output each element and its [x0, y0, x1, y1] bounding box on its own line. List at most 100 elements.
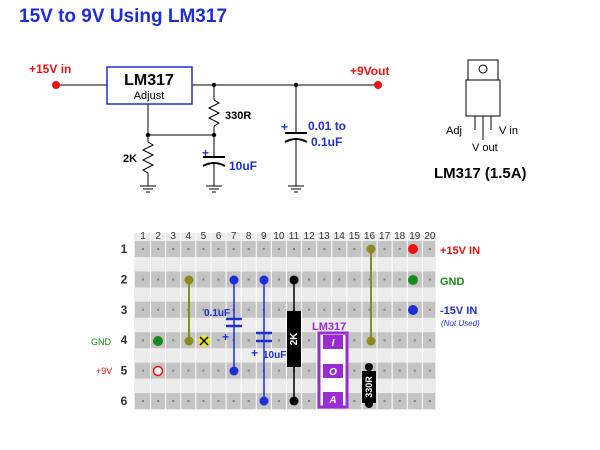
board-capacitor-10uf: [256, 275, 272, 406]
board-c-big-label: 10uF: [263, 350, 286, 361]
strip-hole: [383, 369, 386, 372]
column-label: 5: [201, 231, 207, 242]
strip-hole: [172, 400, 175, 402]
board-lm317-ic: [317, 331, 349, 409]
strip-hole: [428, 308, 431, 311]
side-label-gnd: GND: [91, 337, 112, 347]
strip-hole: [142, 278, 144, 281]
row-label: 6: [121, 394, 128, 408]
strip-hole: [413, 369, 416, 372]
r2-label: 2K: [123, 153, 137, 165]
strip-hole: [277, 400, 280, 402]
strip-hole: [142, 369, 144, 372]
column-label: 19: [409, 231, 421, 242]
strip-hole: [338, 248, 341, 250]
strip-hole: [353, 400, 356, 402]
strip-hole: [428, 248, 431, 250]
strip-hole: [172, 339, 175, 342]
strip-hole: [202, 308, 205, 311]
input-terminal-dot: [52, 81, 60, 89]
link-end: [184, 336, 194, 346]
output-label: +9Vout: [350, 64, 389, 78]
strip-hole: [323, 308, 326, 311]
strip-hole: [217, 369, 220, 372]
strip-hole: [398, 308, 401, 311]
strip-hole: [247, 369, 250, 372]
r1-label: 330R: [225, 110, 251, 122]
strip-hole: [157, 248, 160, 250]
rail-note: (Not Used): [441, 319, 480, 328]
copper-strip: [135, 271, 435, 288]
column-label: 16: [364, 231, 376, 242]
strip-hole: [428, 369, 431, 372]
strip-hole: [232, 248, 235, 250]
board-c-small-plus: +: [222, 330, 229, 344]
side-label-9v: +9V: [96, 366, 112, 376]
r1-resistor-330r: [207, 99, 221, 127]
strip-hole: [398, 339, 401, 342]
strip-hole: [202, 248, 205, 250]
column-label: 10: [273, 231, 285, 242]
strip-hole: [157, 278, 160, 281]
column-label: 7: [231, 231, 237, 242]
strip-hole: [413, 339, 416, 342]
strip-hole: [277, 278, 280, 281]
strip-hole: [428, 278, 431, 281]
strip-hole: [217, 308, 220, 311]
row-label: 2: [121, 272, 128, 286]
strip-hole: [247, 308, 250, 311]
strip-hole: [383, 339, 386, 342]
ground-icon: [288, 185, 304, 193]
strip-hole: [368, 278, 371, 281]
column-label: 9: [261, 231, 267, 242]
strip-hole: [353, 248, 356, 250]
strip-hole: [247, 248, 250, 250]
strip-hole: [293, 248, 295, 250]
strip-hole: [398, 369, 401, 372]
ground-icon: [140, 185, 156, 193]
rail-label-plus15: +15V IN: [440, 245, 480, 257]
rail-label-minus15: -15V IN: [440, 305, 477, 317]
column-label: 17: [379, 231, 391, 242]
strip-hole: [217, 248, 220, 250]
row-label: 1: [121, 242, 128, 256]
rail-label-gnd: GND: [440, 276, 465, 288]
package-caption: LM317 (1.5A): [434, 165, 527, 182]
column-label: 18: [394, 231, 406, 242]
to220-package: [465, 59, 501, 140]
copper-strip: [135, 241, 435, 257]
strip-hole: [338, 278, 341, 281]
c1-plus-sign: +: [202, 146, 209, 160]
strip-hole: [142, 308, 144, 311]
column-label: 2: [155, 231, 161, 242]
strip-hole: [277, 339, 280, 342]
strip-hole: [413, 400, 416, 402]
link-end: [366, 336, 376, 346]
strip-hole: [398, 278, 401, 281]
strip-hole: [353, 339, 356, 342]
column-label: 13: [319, 231, 331, 242]
column-label: 12: [304, 231, 316, 242]
row-label: 4: [121, 333, 128, 347]
junction-dot: [211, 132, 217, 138]
strip-hole: [308, 369, 311, 372]
strip-hole: [247, 339, 250, 342]
strip-hole: [428, 400, 431, 402]
strip-hole: [142, 400, 144, 402]
strip-hole: [232, 400, 235, 402]
strip-hole: [217, 400, 220, 402]
page-title: 15V to 9V Using LM317: [19, 6, 228, 27]
strip-hole: [217, 339, 220, 342]
junction-dot: [145, 132, 151, 138]
regulator-pin-label: Adjust: [134, 90, 165, 102]
strip-hole: [202, 278, 205, 281]
strip-hole: [202, 400, 205, 402]
junction-dot: [211, 82, 217, 88]
link-end: [184, 275, 194, 285]
strip-hole: [308, 248, 311, 250]
strip-hole: [308, 400, 311, 402]
track-cut-marker: [198, 335, 210, 347]
